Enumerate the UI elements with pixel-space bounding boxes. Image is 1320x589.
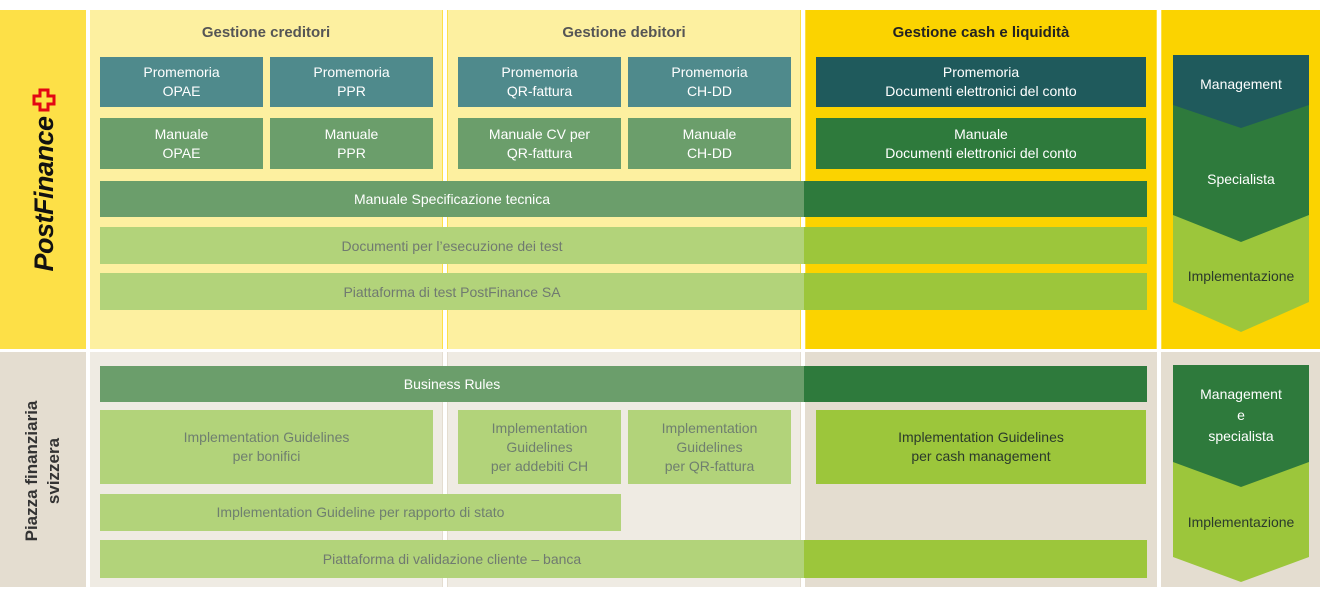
bar-label: Manuale Specificazione tecnica [353, 191, 551, 207]
ig-cash-box[interactable]: Implementation Guidelines per cash manag… [816, 410, 1146, 484]
piattaforma-validazione-bar[interactable]: Piattaforma di validazione cliente – ban… [100, 540, 1147, 578]
ig-rapporto-stato-box[interactable]: Implementation Guideline per rapporto di… [100, 494, 621, 531]
bar-label: Piattaforma di validazione cliente – ban… [322, 551, 582, 567]
manuale-documenti-box[interactable]: Manuale Documenti elettronici del conto [816, 118, 1146, 169]
bar-segment [100, 273, 804, 310]
bar-segment [100, 227, 804, 264]
arrow-specialista-label: Specialista [1207, 171, 1275, 187]
arrow-mgmt-spec-shape [1173, 365, 1309, 487]
bar-segment [100, 181, 804, 217]
logo-text: PostFinance [28, 116, 59, 272]
ig-qr-box[interactable]: Implementation Guidelines per QR-fattura [628, 410, 791, 484]
arrow-implementazione-bottom-label: Implementazione [1187, 514, 1295, 530]
separator-middle [0, 349, 1320, 352]
bar-segment [100, 540, 804, 578]
bar-label: Piattaforma di test PostFinance SA [343, 283, 561, 300]
arrow-management-specialista-label: Management e specialista [1200, 385, 1282, 444]
promemoria-ppr-box[interactable]: Promemoria PPR [270, 57, 433, 107]
role-arrows-top [1173, 55, 1309, 332]
column-header-cash: Gestione cash e liquidità [892, 23, 1070, 41]
ig-bonifici-box[interactable]: Implementation Guidelines per bonifici [100, 410, 433, 484]
documenti-test-bar[interactable]: Documenti per l’esecuzione dei test [100, 227, 1147, 264]
manuale-ppr-box[interactable]: Manuale PPR [270, 118, 433, 169]
arrow-management-label: Management [1200, 76, 1282, 92]
postfinance-cross-icon [32, 88, 56, 112]
manuale-opae-box[interactable]: Manuale OPAE [100, 118, 263, 169]
manuale-cv-qr-box[interactable]: Manuale CV per QR-fattura [458, 118, 621, 169]
manuale-chdd-box[interactable]: Manuale CH-DD [628, 118, 791, 169]
manuale-spec-tecnica-bar[interactable]: Manuale Specificazione tecnica [100, 181, 1147, 217]
separator-1 [86, 0, 90, 587]
bar-label: Documenti per l’esecuzione dei test [341, 237, 563, 254]
promemoria-chdd-box[interactable]: Promemoria CH-DD [628, 57, 791, 107]
business-rules-bar[interactable]: Business Rules [100, 366, 1147, 402]
separator-4 [1157, 0, 1161, 587]
swiss-label-text: Piazza finanziaria svizzera [22, 400, 63, 542]
ig-addebiti-box[interactable]: Implementation Guidelines per addebiti C… [458, 410, 621, 484]
promemoria-opae-box[interactable]: Promemoria OPAE [100, 57, 263, 107]
arrow-implementazione-bottom-shape [1173, 460, 1309, 582]
column-header-debitori: Gestione debitori [562, 23, 686, 41]
promemoria-qr-box[interactable]: Promemoria QR-fattura [458, 57, 621, 107]
piattaforma-test-bar[interactable]: Piattaforma di test PostFinance SA [100, 273, 1147, 310]
bar-segment-cash [804, 181, 1147, 217]
arrow-management-shape [1173, 55, 1309, 128]
bar-segment-cash [804, 540, 1147, 578]
column-header-creditori: Gestione creditori [201, 23, 331, 41]
bar-segment-cash [804, 273, 1147, 310]
arrow-implementazione-label: Implementazione [1187, 268, 1295, 284]
arrow-specialista-shape [1173, 100, 1309, 242]
bar-segment [100, 366, 804, 402]
bar-segment-cash [804, 366, 1147, 402]
bar-label: Business Rules [403, 376, 501, 392]
separator-top [0, 0, 1320, 10]
postfinance-logo: PostFinance [0, 10, 86, 350]
role-arrows-bottom [1173, 365, 1309, 582]
bar-segment-cash [804, 227, 1147, 264]
promemoria-documenti-box[interactable]: Promemoria Documenti elettronici del con… [816, 57, 1146, 107]
swiss-section-label: Piazza finanziaria svizzera [0, 352, 86, 587]
